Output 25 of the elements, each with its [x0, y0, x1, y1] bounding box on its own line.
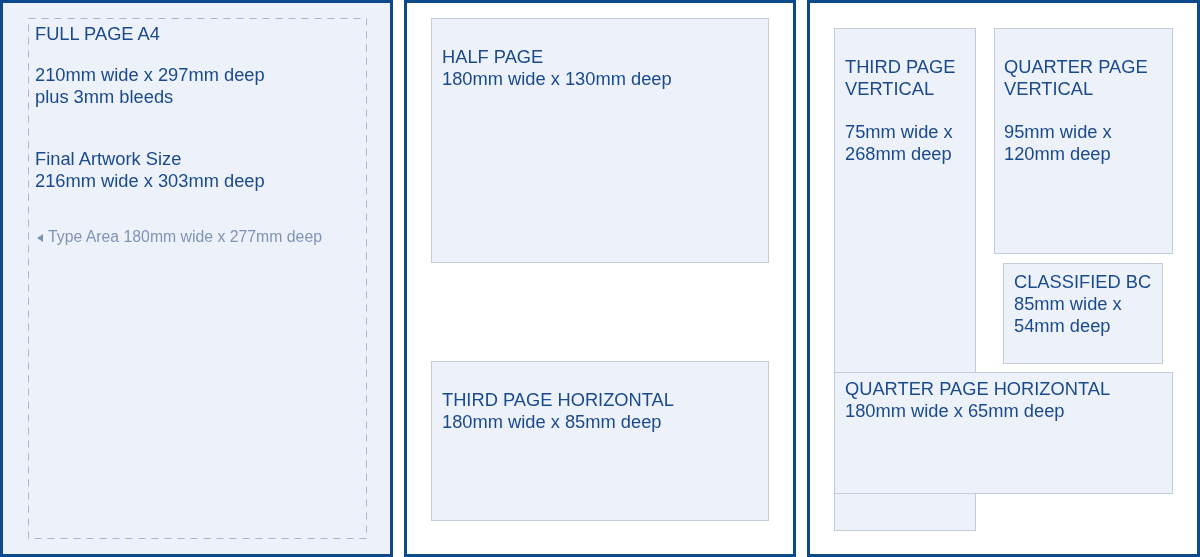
page-panel	[807, 0, 1200, 557]
type-area-outline	[28, 18, 367, 539]
ad-size-dimensions: 180mm wide x 85mm deep	[442, 411, 662, 433]
ad-space-box	[431, 361, 769, 521]
ad-size-title: QUARTER PAGE HORIZONTAL	[845, 378, 1111, 400]
ad-size-dimensions: 210mm wide x 297mm deep plus 3mm bleeds	[35, 64, 265, 108]
ad-space-box	[431, 18, 769, 263]
ad-size-dimensions: 180mm wide x 65mm deep	[845, 400, 1065, 422]
ad-size-dimensions: 75mm wide x 268mm deep	[845, 121, 953, 165]
ad-size-title: THIRD PAGE HORIZONTAL	[442, 389, 674, 411]
ad-size-title: QUARTER PAGE VERTICAL	[1004, 56, 1148, 100]
ad-size-dimensions: 95mm wide x 120mm deep	[1004, 121, 1112, 165]
page-panel	[404, 0, 796, 557]
ad-size-dimensions: 180mm wide x 130mm deep	[442, 68, 672, 90]
ad-space-box	[994, 28, 1173, 254]
ad-size-title: FULL PAGE A4	[35, 23, 160, 45]
type-area-label: Type Area 180mm wide x 277mm deep	[48, 228, 322, 246]
ad-size-title: CLASSIFIED BC	[1014, 271, 1152, 293]
ad-space-box	[1003, 263, 1163, 364]
page-panel	[0, 0, 393, 557]
ad-size-dimensions: 85mm wide x 54mm deep	[1014, 293, 1122, 337]
artwork-size-text: Final Artwork Size 216mm wide x 303mm deep	[35, 148, 265, 192]
ad-size-title: THIRD PAGE VERTICAL	[845, 56, 956, 100]
ad-size-title: HALF PAGE	[442, 46, 544, 68]
ad-space-box	[834, 372, 1173, 494]
